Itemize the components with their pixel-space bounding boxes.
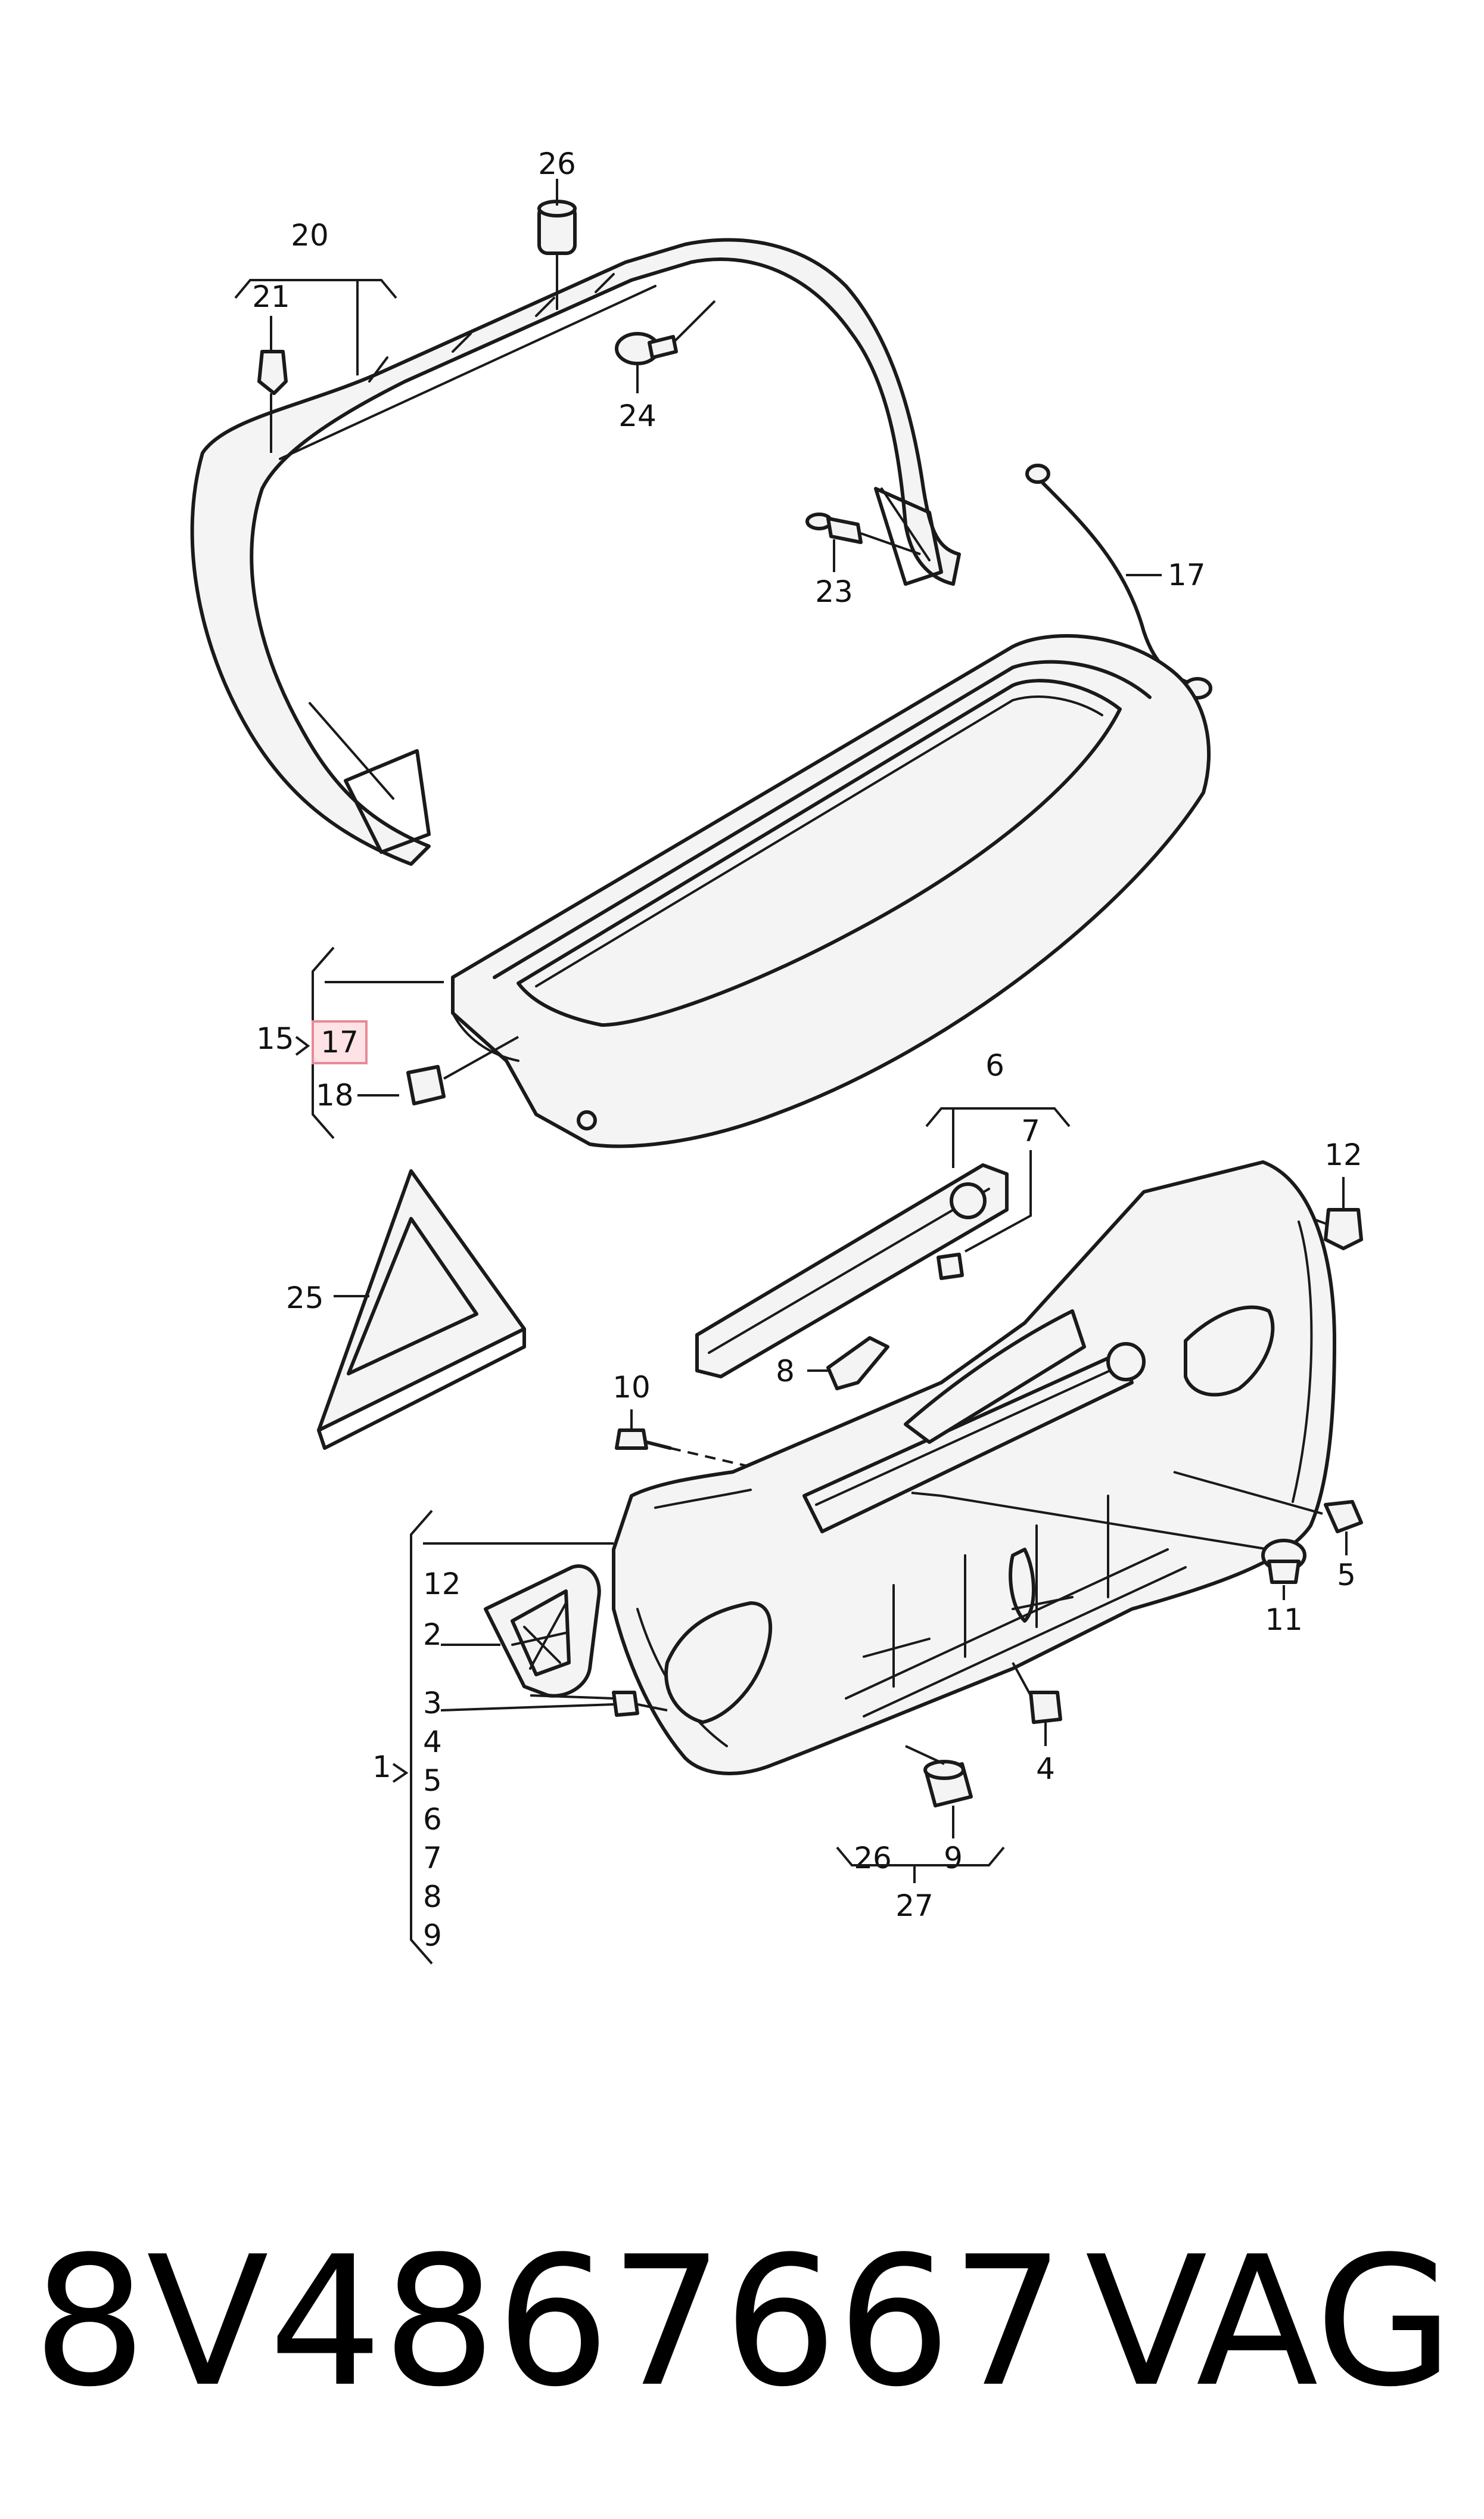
part-number: 8V4867667	[33, 2218, 1065, 2426]
rivet-23	[805, 513, 863, 544]
callout-26-bottom: 26	[854, 1841, 892, 1875]
warning-triangle	[317, 1169, 526, 1450]
highlight-box-17	[312, 1020, 368, 1064]
clip-24	[615, 332, 678, 365]
parcel-shelf	[451, 634, 1211, 1148]
callout-7: 7	[1021, 1114, 1040, 1148]
bracket-item: 3	[423, 1686, 442, 1720]
callout-21: 21	[252, 279, 290, 314]
clip-4	[1029, 1691, 1062, 1724]
clip-12	[1324, 1208, 1363, 1250]
callout-1: 1	[372, 1750, 391, 1784]
bracket-item: 8	[423, 1880, 442, 1914]
bracket-item: 2	[423, 1617, 442, 1652]
handle-strip	[695, 1163, 1009, 1378]
bracket-item: 7	[423, 1841, 442, 1875]
spacer-9	[923, 1760, 973, 1807]
brand-name: VAG	[1085, 2218, 1454, 2426]
callout-24: 24	[618, 399, 657, 433]
spacer-top	[537, 200, 577, 255]
callout-17-cable: 17	[1168, 558, 1206, 592]
callout-10: 10	[612, 1370, 651, 1405]
callout-8: 8	[776, 1354, 795, 1389]
main-tailgate-trim	[612, 1160, 1336, 1775]
callout-27: 27	[895, 1889, 934, 1923]
bracket-item: 4	[423, 1725, 442, 1759]
callout-23: 23	[815, 574, 853, 609]
speaker-cover	[484, 1564, 601, 1698]
callout-17-highlight: 17	[321, 1025, 359, 1060]
bracket-item: 12	[423, 1567, 461, 1601]
upper-trim-frame	[190, 238, 961, 866]
callout-4-right: 4	[1036, 1751, 1055, 1786]
callout-11: 11	[1265, 1602, 1303, 1637]
clip-8	[826, 1336, 889, 1390]
callout-26-top: 26	[538, 147, 576, 181]
clip-21	[257, 350, 288, 395]
callout-6: 6	[985, 1048, 1004, 1083]
callout-9-right: 9	[944, 1841, 963, 1875]
callout-15: 15	[256, 1021, 294, 1056]
screw-10	[615, 1428, 672, 1450]
callout-20: 20	[291, 218, 329, 253]
clip-5	[1324, 1500, 1363, 1533]
clip-11	[1261, 1539, 1306, 1584]
callout-12-right: 12	[1324, 1138, 1362, 1172]
bracket-item: 5	[423, 1763, 442, 1798]
callout-5-right: 5	[1337, 1558, 1356, 1592]
spacer-18	[406, 1065, 446, 1105]
clip-3	[612, 1691, 639, 1717]
bracket-list: 12 2 3 4 5 6 7 8 9	[423, 1567, 461, 1953]
callout-25: 25	[286, 1281, 324, 1315]
bracket-item: 9	[423, 1918, 442, 1953]
bracket-item: 6	[423, 1802, 442, 1837]
callout-18: 18	[316, 1078, 354, 1113]
